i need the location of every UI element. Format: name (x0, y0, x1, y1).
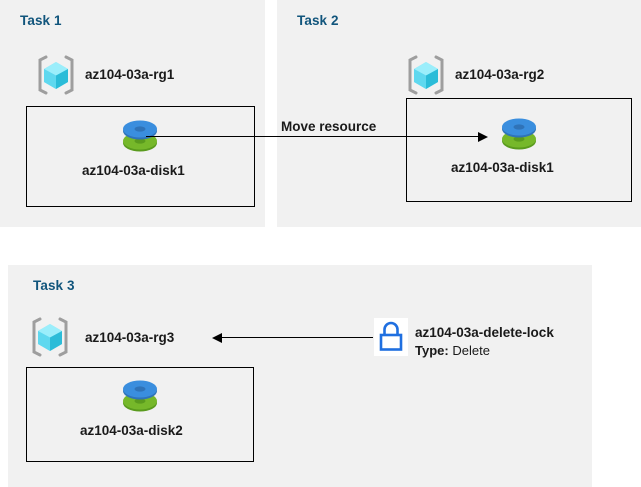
managed-disk-icon (118, 374, 162, 418)
move-resource-label: Move resource (281, 119, 377, 134)
padlock-icon (379, 321, 403, 351)
task-1-resource-label: az104-03a-disk1 (82, 163, 185, 178)
lock-arrow-head (212, 332, 222, 343)
move-resource-arrow-line (146, 136, 480, 138)
resource-group-cube-icon (36, 54, 76, 96)
task-3-resource-group-label: az104-03a-rg3 (85, 330, 175, 345)
resource-group-cube-icon (406, 54, 446, 96)
task-1-title: Task 1 (20, 13, 62, 28)
task-2-title: Task 2 (297, 13, 339, 28)
lock-type-value: Delete (452, 343, 490, 358)
task-3-resource-label: az104-03a-disk2 (80, 423, 183, 438)
managed-disk-icon (118, 114, 162, 158)
task-2-resource-box (406, 98, 632, 202)
task-3-title: Task 3 (33, 278, 75, 293)
task-3-lock-type-row: Type: Delete (415, 343, 490, 358)
task-2-resource-label: az104-03a-disk1 (451, 160, 554, 175)
padlock-icon-background (374, 318, 408, 356)
move-resource-arrow-head (478, 131, 488, 142)
task-3-lock-label: az104-03a-delete-lock (415, 325, 554, 340)
resource-group-cube-icon (30, 316, 70, 358)
task-1-resource-group-label: az104-03a-rg1 (85, 67, 175, 82)
lock-type-label: Type: (415, 343, 449, 358)
lock-arrow-line (221, 337, 373, 339)
task-2-resource-group-label: az104-03a-rg2 (455, 67, 545, 82)
managed-disk-icon (497, 112, 541, 156)
